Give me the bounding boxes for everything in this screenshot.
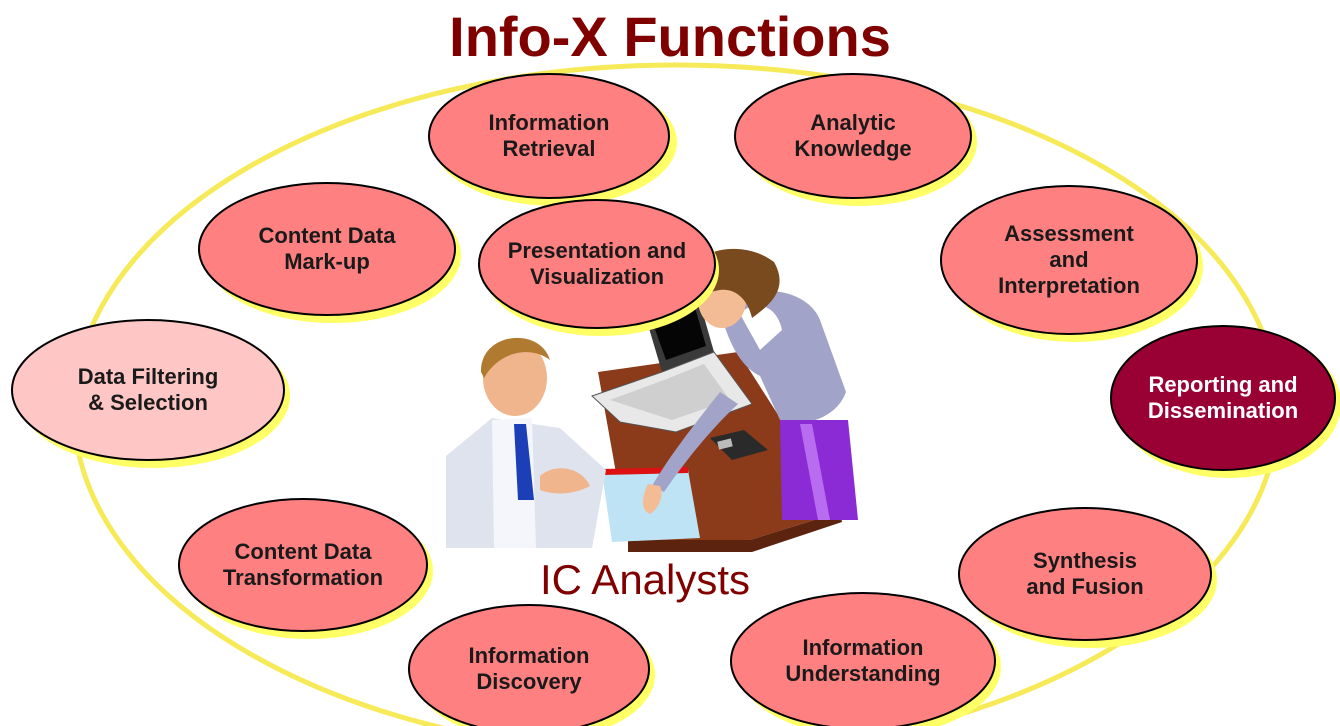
node-analytic-knowledge xyxy=(734,73,972,199)
label-assessment-interpretation: Assessment and Interpretation xyxy=(998,221,1140,298)
label-reporting-dissemination: Reporting and Dissemination xyxy=(1147,372,1299,423)
label-information-retrieval: Information Retrieval xyxy=(488,110,610,161)
node-information-understanding xyxy=(730,592,996,726)
center-label: IC Analysts xyxy=(539,556,751,603)
label-presentation-visualization: Presentation and Visualization xyxy=(507,238,687,289)
label-analytic-knowledge: Analytic Knowledge xyxy=(794,110,912,161)
node-assessment-interpretation xyxy=(940,185,1198,335)
analysts-illustration xyxy=(446,248,858,552)
node-data-filtering-selection xyxy=(11,319,285,461)
node-presentation-visualization xyxy=(478,199,716,329)
node-reporting-dissemination xyxy=(1110,325,1336,471)
node-synthesis-fusion xyxy=(958,507,1212,641)
node-information-discovery xyxy=(408,604,650,726)
label-content-data-transformation: Content Data Transformation xyxy=(222,539,384,590)
diagram-title: Info-X Functions xyxy=(449,5,891,68)
label-content-data-markup: Content Data Mark-up xyxy=(258,223,396,274)
label-data-filtering-selection: Data Filtering & Selection xyxy=(77,364,219,415)
label-synthesis-fusion: Synthesis and Fusion xyxy=(1026,548,1144,599)
node-information-retrieval xyxy=(428,73,670,199)
node-content-data-transformation xyxy=(178,498,428,632)
label-information-discovery: Information Discovery xyxy=(468,643,590,694)
label-information-understanding: Information Understanding xyxy=(785,635,941,686)
nodes xyxy=(11,73,1336,726)
node-content-data-markup xyxy=(198,182,456,316)
